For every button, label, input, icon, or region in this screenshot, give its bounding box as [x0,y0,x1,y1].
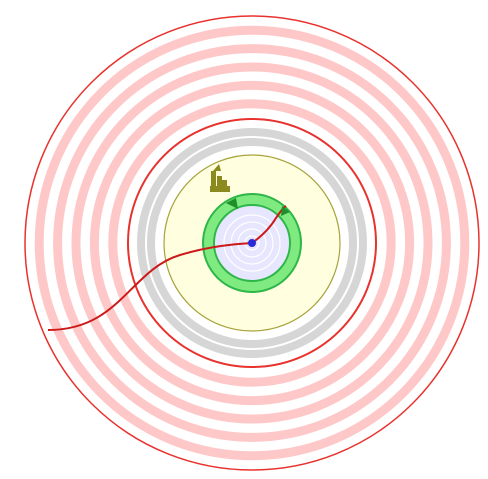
pin-icon [210,164,230,192]
outer-zone-stripe [71,62,433,424]
grey-band-stripe [137,128,367,358]
grey-band-stripe [147,138,357,348]
outer-zone-stripe [53,44,451,442]
outer-zone-border [24,15,480,471]
center-dot [248,239,256,247]
pin-icon-stem [222,180,227,190]
outer-zone-stripe [108,99,396,387]
arrow-marker [226,198,238,209]
outer-zone-stripe [89,80,415,406]
arrow-marker [281,206,290,216]
outer-zone-stripe [34,25,470,461]
grey-band [137,128,367,358]
pin-icon-stem [217,176,222,190]
core-ripple [237,228,267,258]
pin-icon-stem [211,171,216,187]
path-line [47,205,287,331]
core-ripple [230,221,274,265]
pin-icon-base [210,186,230,192]
outer-zone-stripes [34,25,470,461]
core-ripple [223,214,281,272]
pin-icon-tip [213,164,221,171]
